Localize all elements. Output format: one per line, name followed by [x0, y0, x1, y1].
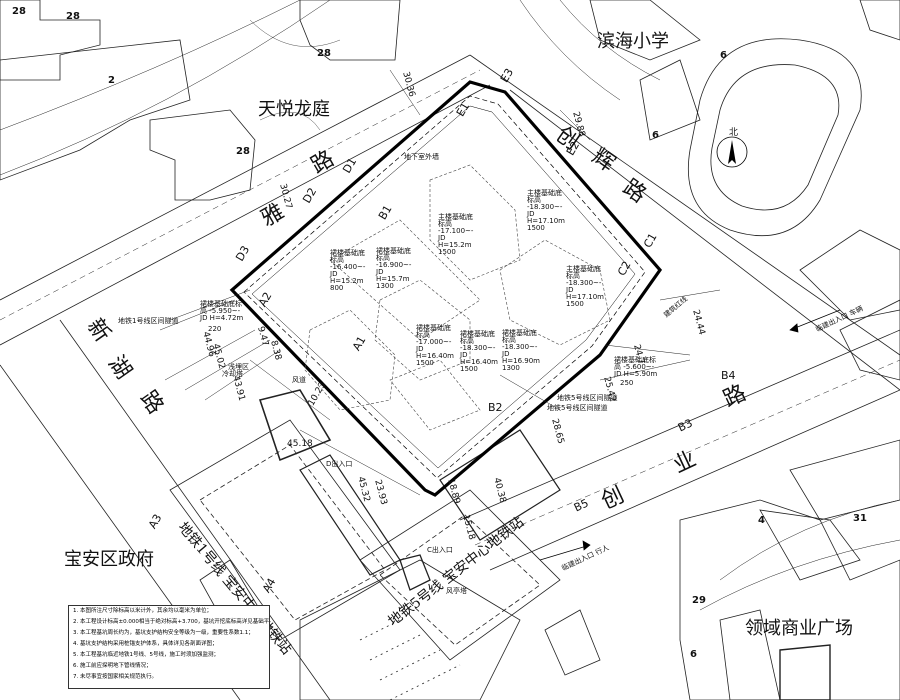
- note-line: 2. 本工程设计标高±0.000相当于绝对标高+3.700，基坑开挖底标高详见基…: [73, 619, 269, 625]
- bldg-num-10: 4: [758, 515, 765, 526]
- zone-label-1: 主楼基础底标高 -17.100~-JD H=15.2m 1500: [438, 213, 474, 256]
- building-nw: [0, 0, 101, 81]
- zone-label-2: 裙楼基础底标高 -16.400~-JD H=15.2m 800: [330, 249, 366, 292]
- zone-label-8: 主楼基础底标高 -18.300~-JD H=17.10m 1500: [527, 189, 565, 232]
- east-elev-label: 裙楼基础底标高 -5.600~-JD H=5.90m: [614, 356, 658, 378]
- building-2: [0, 39, 191, 181]
- north-arrow-icon: [716, 136, 748, 168]
- note-line: 1. 本图所注尺寸除标高以米计外，其余均以毫米为单位；: [73, 608, 212, 614]
- exit-d-label: D出入口: [326, 460, 353, 468]
- bldg-num-5: 28: [236, 146, 250, 157]
- metro-line1-tunnel-label: 地铁1号线区间隧道: [118, 317, 179, 325]
- bldg-num-11: 6: [690, 649, 697, 660]
- note-line: 4. 基坑支护结构采用桩锚支护体系，具体详见各剖面详图；: [73, 641, 218, 647]
- bldg-num-1: 28: [12, 6, 26, 17]
- dim-12: 45.18: [287, 439, 313, 449]
- sports-track: [687, 38, 862, 237]
- road-chuangye: [459, 329, 900, 571]
- zone-label-4: 主楼基础底标高 -18.300~-JD H=17.10m 1500: [566, 265, 604, 308]
- zone-label-7: 裙楼基础底标高 -18.300~-JD H=16.90m 1300: [502, 329, 540, 372]
- metro-note-label: 地铁5号线区间隧道: [557, 394, 618, 402]
- note-line: 3. 本工程基坑周长约为，基坑支护结构安全等级为一级，重要性系数1.1；: [73, 630, 254, 636]
- bldg-num-8: 29: [692, 595, 706, 606]
- west-elev-label: 裙楼基础底标高 -5.950~-JD H=4.72m: [200, 300, 244, 322]
- exit-c-label: C出入口: [427, 546, 453, 554]
- basement-wall-label: 地下室外墙: [404, 153, 439, 161]
- bldg-num-9: 31: [853, 513, 867, 524]
- bldg-num-4: 2: [108, 75, 115, 86]
- note-line: 7. 未尽事宜按国家相关规范执行。: [73, 674, 157, 680]
- building-28-a: [149, 109, 256, 201]
- place-plaza: 领域商业广场: [745, 618, 853, 639]
- metro-line5-tunnel-label: 地铁5号线区间隧道: [547, 404, 608, 412]
- road-ya: [0, 54, 491, 346]
- shaft-label: 冷却塔: [222, 370, 243, 378]
- place-tianyue: 天悦龙庭: [258, 99, 330, 120]
- code-b4: B4: [721, 369, 736, 382]
- zone-label-5: 裙楼基础底标高 -17.000~-JD H=16.40m 1500: [416, 324, 454, 367]
- design-notes-box: 1. 本图所注尺寸除标高以米计外，其余均以毫米为单位； 2. 本工程设计标高±0…: [68, 605, 270, 689]
- code-b2: B2: [488, 401, 503, 414]
- bldg-num-3: 28: [317, 48, 331, 59]
- wind-shaft-label: 风道: [292, 376, 306, 384]
- plaza-buildings: [679, 499, 900, 700]
- tower-outlines: [304, 164, 611, 431]
- east-elev-value: 250: [620, 379, 634, 387]
- place-district-gov: 宝安区政府: [64, 549, 154, 570]
- building-28-b: [299, 0, 401, 61]
- school-building: [589, 0, 701, 61]
- west-elev-value: 220: [208, 325, 222, 333]
- place-binhai-school: 滨海小学: [597, 31, 669, 52]
- note-line: 6. 施工前应探明地下管线情况；: [73, 663, 152, 669]
- zone-label-3: 裙楼基础底标高 -16.900~-JD H=15.7m 1300: [376, 247, 412, 290]
- bldg-num-7: 6: [652, 130, 659, 141]
- site-boundary: [229, 80, 663, 497]
- bldg-num-2: 28: [66, 11, 80, 22]
- bldg-num-6: 6: [720, 50, 727, 61]
- zone-label-6: 裙楼基础底标高 -18.300~-JD H=16.40m 1500: [460, 330, 498, 373]
- road-chuanghui: [469, 54, 900, 391]
- shaft-label-2: 风亭塔: [446, 587, 467, 595]
- north-label: 北: [729, 128, 739, 138]
- note-line: 5. 本工程基坑临近地铁1号线、5号线，施工时须加强监测；: [73, 652, 219, 658]
- nav-left-label: 浅埋区: [228, 363, 249, 371]
